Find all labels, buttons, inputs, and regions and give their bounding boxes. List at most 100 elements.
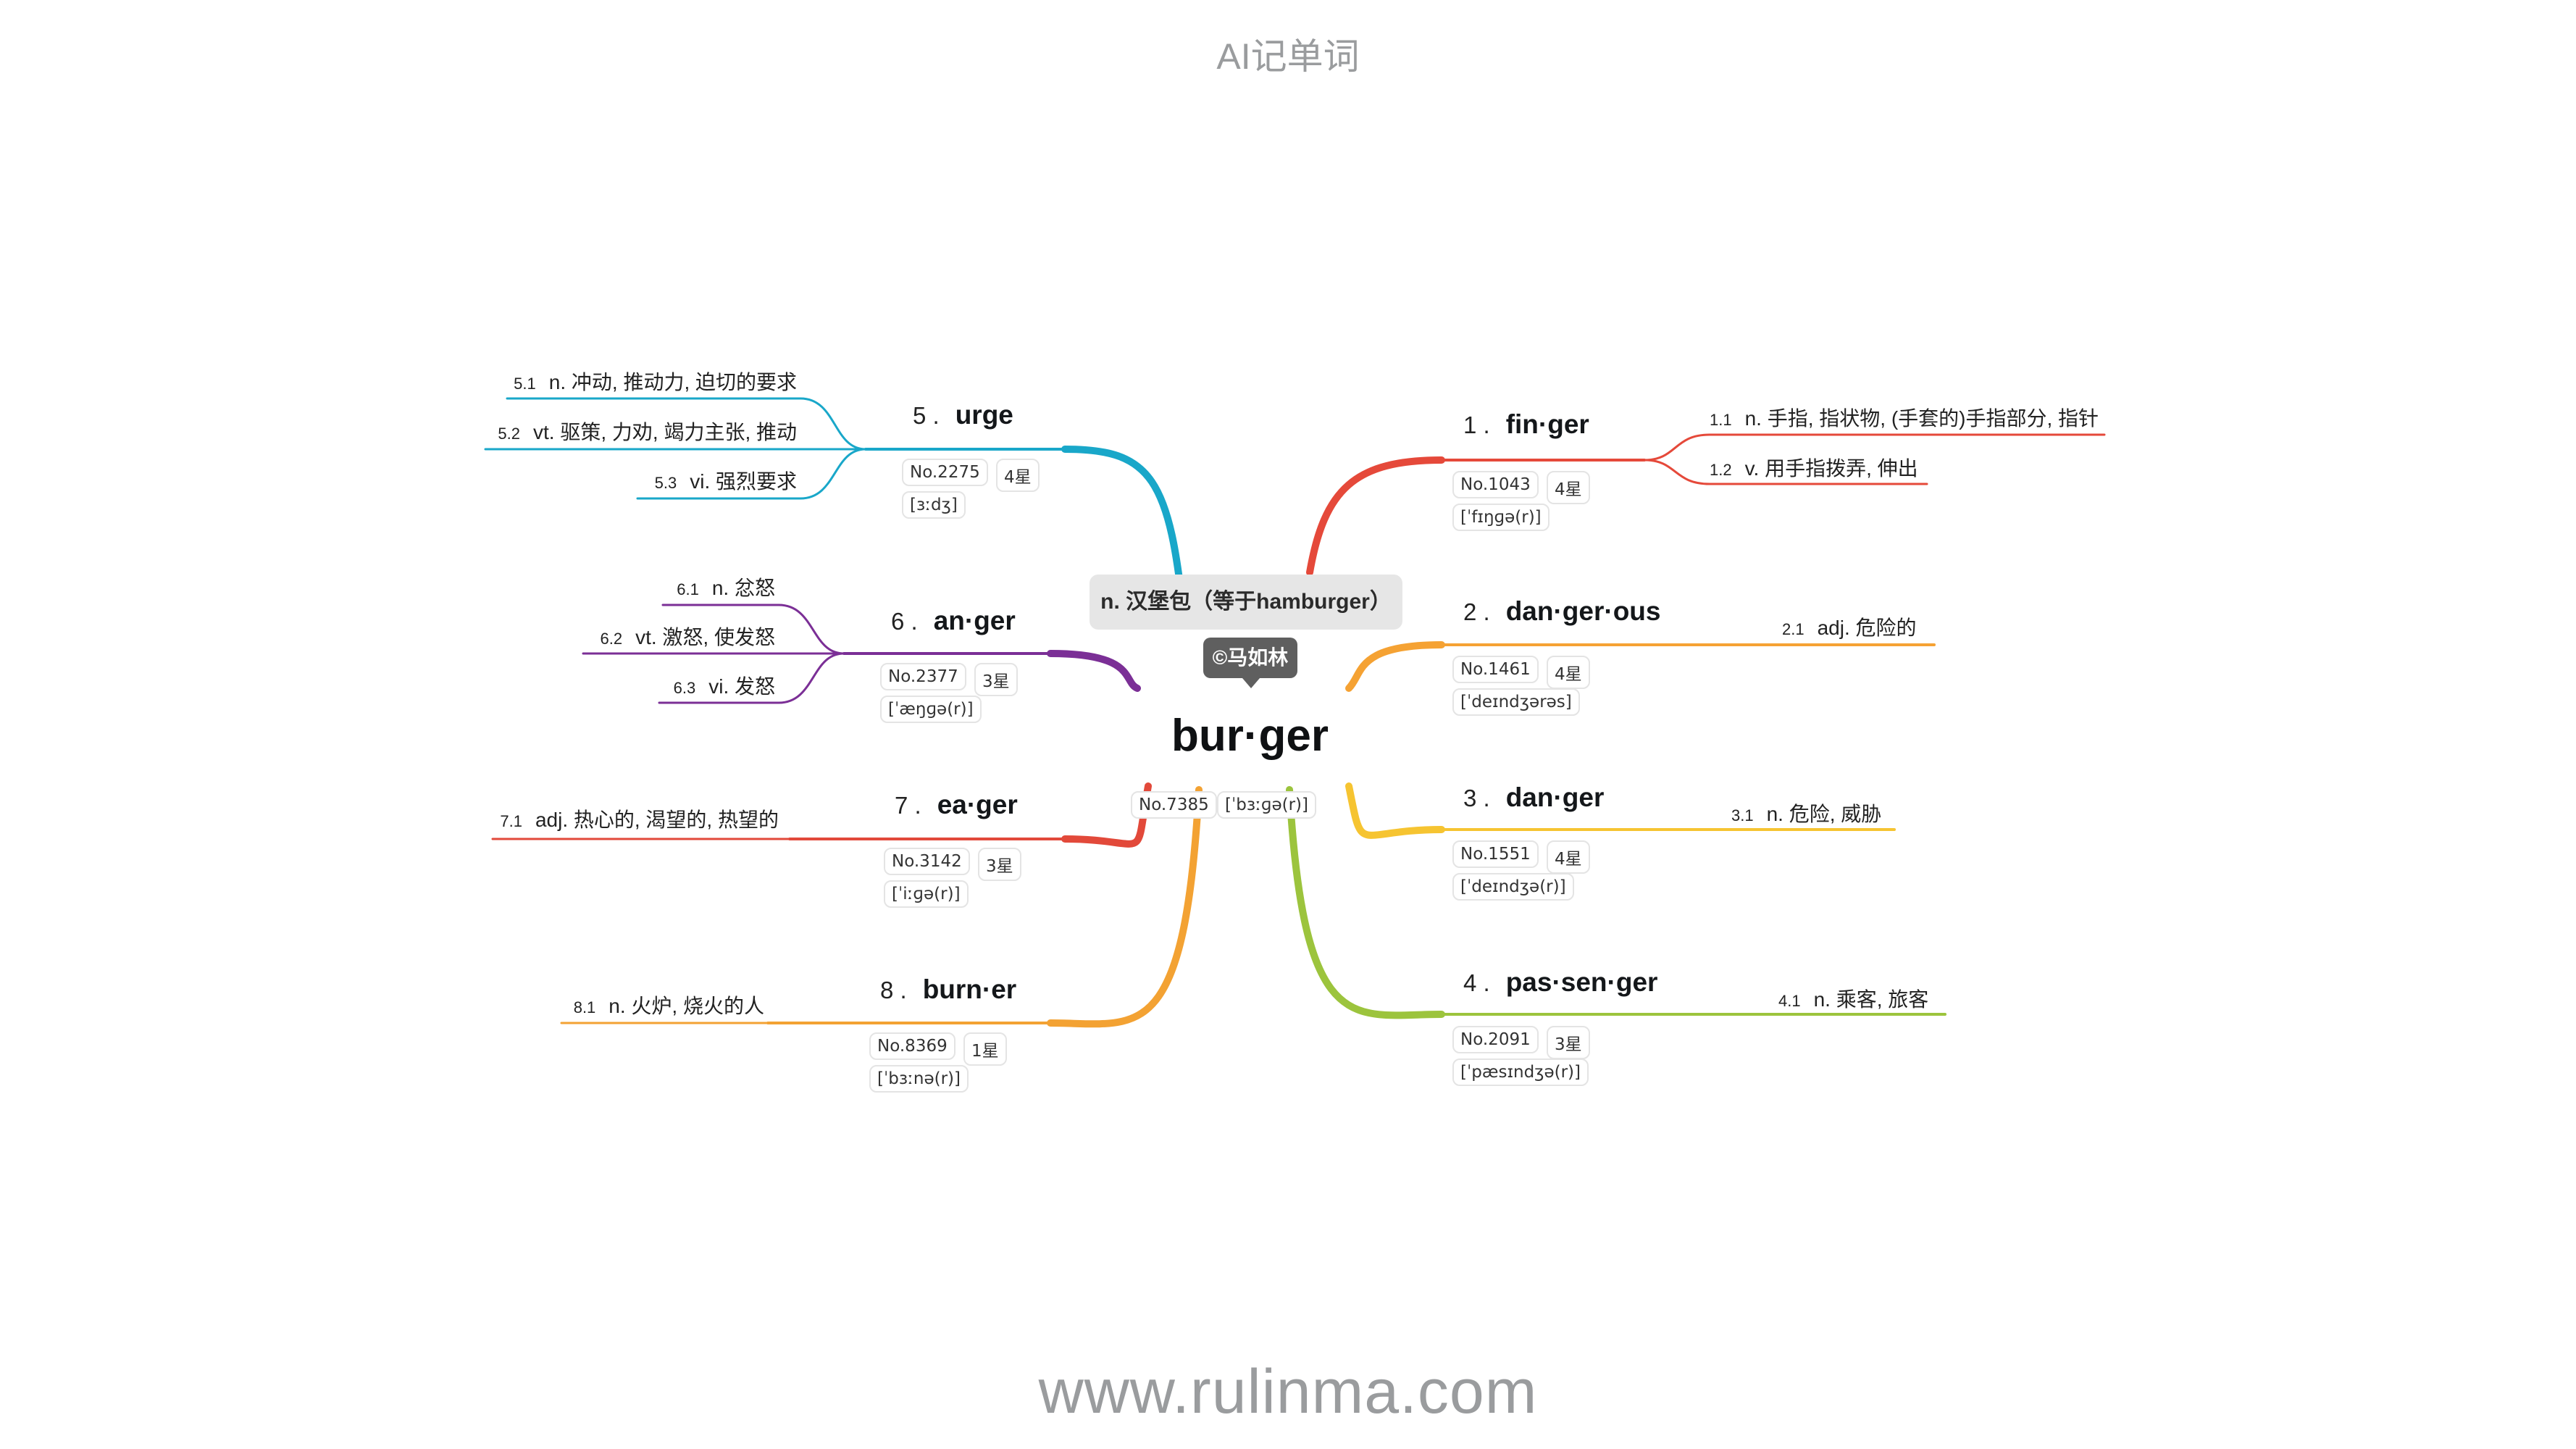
branch-word: fin·ger bbox=[1505, 409, 1589, 439]
definition-text: adj. 热心的, 渴望的, 热望的 bbox=[535, 809, 779, 831]
central-word: bur·ger bbox=[1171, 711, 1329, 761]
definition-index: 4.1 bbox=[1778, 992, 1801, 1010]
definition-index: 1.2 bbox=[1710, 461, 1732, 479]
branch-4-stars-tag: 3星 bbox=[1547, 1026, 1590, 1059]
definition-6.1-link bbox=[661, 604, 845, 655]
definition-8.1: 8.1 n. 火炉, 烧火的人 bbox=[574, 990, 764, 1019]
central-meaning: n. 汉堡包（等于hamburger） bbox=[1090, 575, 1402, 630]
branch-word: dan·ger·ous bbox=[1505, 596, 1661, 626]
definition-index: 6.1 bbox=[677, 580, 699, 598]
branch-3-heading: 3 . dan·ger bbox=[1463, 782, 1604, 813]
branch-3-link bbox=[1345, 782, 1445, 839]
definition-index: 3.1 bbox=[1731, 806, 1754, 824]
branch-4-phonetic-tag: [ˈpæsɪndʒə(r)] bbox=[1452, 1058, 1589, 1086]
definition-text: vt. 驱策, 力劝, 竭力主张, 推动 bbox=[532, 421, 797, 443]
branch-7-no-tag: No.3142 bbox=[884, 848, 970, 875]
definition-4.1: 4.1 n. 乘客, 旅客 bbox=[1778, 984, 1928, 1013]
branch-5-stars-tag: 4星 bbox=[996, 459, 1040, 492]
central-no-tag: No.7385 bbox=[1131, 791, 1217, 819]
definition-5.3-link bbox=[636, 448, 867, 500]
branch-8-no-tag: No.8369 bbox=[869, 1032, 955, 1060]
definition-1.1: 1.1 n. 手指, 指状物, (手套的)手指部分, 指针 bbox=[1710, 403, 2099, 432]
definition-6.3-link bbox=[658, 652, 845, 704]
branch-1-phonetic-tag: [ˈfɪŋɡə(r)] bbox=[1452, 504, 1550, 531]
definition-5.1-link bbox=[506, 397, 867, 451]
branch-word: ea·ger bbox=[937, 790, 1018, 819]
definition-index: 5.1 bbox=[514, 375, 536, 393]
branch-3-no-tag: No.1551 bbox=[1452, 840, 1539, 868]
definition-text: n. 火炉, 烧火的人 bbox=[609, 995, 764, 1017]
branch-5-no-tag: No.2275 bbox=[902, 459, 988, 486]
page-header: AI记单词 bbox=[1216, 36, 1360, 77]
branch-word: burn·er bbox=[922, 974, 1017, 1004]
definition-index: 6.3 bbox=[673, 679, 696, 697]
definition-5.3: 5.3 vi. 强烈要求 bbox=[655, 466, 797, 495]
branch-2-link bbox=[1345, 641, 1445, 692]
branch-8-phonetic-tag: [ˈbɜːnə(r)] bbox=[869, 1065, 969, 1093]
page-footer: www.rulinma.com bbox=[1038, 1357, 1538, 1427]
definition-index: 1.1 bbox=[1710, 411, 1732, 429]
branch-7-phonetic-tag: [ˈiːɡə(r)] bbox=[884, 880, 969, 908]
definition-index: 7.1 bbox=[500, 812, 522, 830]
branch-2-heading: 2 . dan·ger·ous bbox=[1463, 596, 1660, 627]
definition-3.1: 3.1 n. 危险, 威胁 bbox=[1731, 798, 1881, 827]
definition-text: n. 忿怒 bbox=[711, 577, 775, 599]
definition-index: 6.2 bbox=[600, 630, 623, 648]
definition-7.1: 7.1 adj. 热心的, 渴望的, 热望的 bbox=[500, 804, 779, 833]
branch-5-link bbox=[1061, 446, 1188, 627]
branch-8-link bbox=[1047, 786, 1203, 1028]
definition-1.1-link bbox=[1643, 433, 2106, 462]
definition-text: n. 冲动, 推动力, 迫切的要求 bbox=[548, 371, 797, 393]
definition-text: vi. 发怒 bbox=[708, 675, 775, 698]
branch-number: 6 . bbox=[891, 608, 918, 635]
branch-number: 1 . bbox=[1463, 412, 1490, 438]
definition-text: n. 乘客, 旅客 bbox=[1813, 988, 1929, 1011]
branch-8-heading: 8 . burn·er bbox=[880, 974, 1016, 1005]
branch-number: 7 . bbox=[895, 792, 921, 819]
branch-number: 5 . bbox=[913, 402, 940, 429]
definition-text: vi. 强烈要求 bbox=[690, 470, 797, 493]
branch-5-heading: 5 . urge bbox=[913, 400, 1013, 430]
definition-text: n. 手指, 指状物, (手套的)手指部分, 指针 bbox=[1744, 407, 2099, 430]
branch-word: an·ger bbox=[933, 606, 1016, 635]
definition-text: n. 危险, 威胁 bbox=[1766, 803, 1882, 825]
branch-word: dan·ger bbox=[1505, 782, 1605, 812]
branch-1-stars-tag: 4星 bbox=[1547, 471, 1590, 504]
branch-7-heading: 7 . ea·ger bbox=[895, 790, 1018, 820]
branch-6-no-tag: No.2377 bbox=[880, 663, 966, 690]
copyright-badge: ©马如林 bbox=[1203, 638, 1297, 688]
branch-1-heading: 1 . fin·ger bbox=[1463, 409, 1589, 440]
branch-number: 3 . bbox=[1463, 785, 1490, 811]
branch-2-phonetic-tag: [ˈdeɪndʒərəs] bbox=[1452, 688, 1580, 716]
branch-6-heading: 6 . an·ger bbox=[891, 606, 1016, 636]
branch-6-stars-tag: 3星 bbox=[974, 663, 1018, 696]
branch-3-phonetic-tag: [ˈdeɪndʒə(r)] bbox=[1452, 873, 1574, 901]
definition-index: 8.1 bbox=[573, 998, 596, 1016]
branch-4-no-tag: No.2091 bbox=[1452, 1026, 1539, 1053]
branch-4-link bbox=[1286, 786, 1445, 1019]
branch-word: urge bbox=[955, 400, 1013, 430]
branch-number: 4 . bbox=[1463, 969, 1490, 996]
definition-6.3: 6.3 vi. 发怒 bbox=[674, 671, 775, 700]
branch-number: 8 . bbox=[880, 977, 907, 1003]
branch-7-stars-tag: 3星 bbox=[978, 848, 1021, 881]
branch-number: 2 . bbox=[1463, 598, 1490, 625]
definition-index: 5.3 bbox=[654, 474, 677, 492]
definition-1.2-link bbox=[1643, 459, 1928, 485]
branch-word: pas·sen·ger bbox=[1505, 967, 1658, 997]
definition-6.1: 6.1 n. 忿怒 bbox=[677, 572, 775, 601]
branch-5-phonetic-tag: [ɜːdʒ] bbox=[902, 491, 966, 519]
branch-4-heading: 4 . pas·sen·ger bbox=[1463, 967, 1657, 998]
branch-2-stars-tag: 4星 bbox=[1547, 656, 1590, 689]
branch-6-phonetic-tag: [ˈæŋɡə(r)] bbox=[880, 696, 982, 723]
branch-8-stars-tag: 1星 bbox=[963, 1032, 1007, 1066]
central-phonetic-tag: [ˈbɜːɡə(r)] bbox=[1217, 791, 1316, 819]
branch-1-link bbox=[1306, 456, 1445, 576]
definition-index: 2.1 bbox=[1782, 620, 1805, 638]
